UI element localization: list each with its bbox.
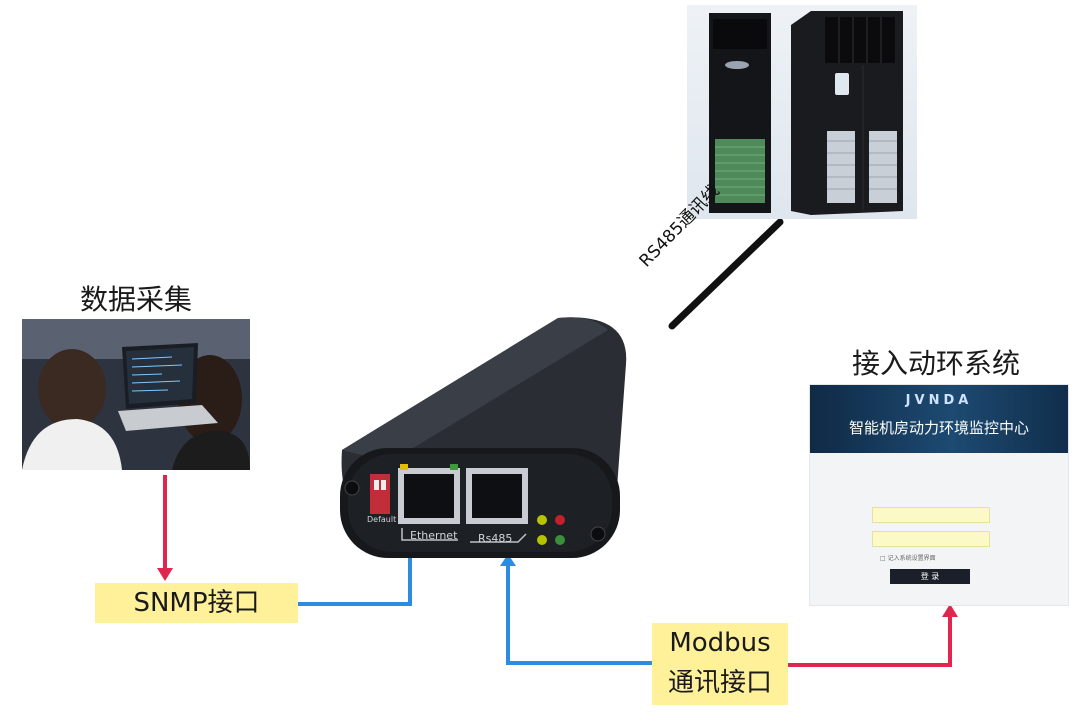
red-arrow-snmp	[157, 568, 173, 581]
modbus-interface-label: Modbus 通讯接口	[652, 623, 788, 705]
people-with-laptop-icon	[22, 319, 250, 470]
login-logo: JVNDA	[905, 393, 973, 408]
device-switch-label: Default	[367, 515, 397, 524]
login-screen: JVNDA 智能机房动力环境监控中心 □ 记入系统设置界面 登 录	[809, 384, 1069, 606]
red-arrow-login	[942, 604, 958, 617]
login-header: JVNDA 智能机房动力环境监控中心	[810, 385, 1068, 453]
data-collection-label: 数据采集	[80, 283, 193, 316]
login-title: 智能机房动力环境监控中心	[848, 419, 1029, 437]
login-password-field[interactable]	[872, 531, 990, 547]
rs485-cable-line	[668, 218, 784, 330]
network-converter-device	[340, 317, 627, 558]
snmp-interface-label: SNMP接口	[95, 583, 298, 623]
ac-units-photo	[687, 5, 917, 219]
login-remember[interactable]: □ 记入系统设置界面	[880, 555, 936, 562]
laptop-photo	[22, 319, 250, 470]
precision-air-conditioner-icon	[709, 11, 903, 215]
modbus-label-line1: Modbus	[669, 628, 771, 658]
blue-arrow-rs485	[500, 554, 516, 566]
modbus-label-line2: 通讯接口	[667, 668, 772, 698]
device-ethernet-label: Ethernet	[410, 529, 458, 542]
blue-wire-ethernet	[298, 540, 412, 606]
access-system-label: 接入动环系统	[852, 347, 1021, 380]
login-username-field[interactable]	[872, 507, 990, 523]
red-wire-login	[788, 615, 952, 667]
blue-wire-rs485	[506, 564, 652, 665]
login-button[interactable]: 登 录	[890, 569, 970, 584]
device-rs485-label: Rs485	[478, 532, 513, 545]
